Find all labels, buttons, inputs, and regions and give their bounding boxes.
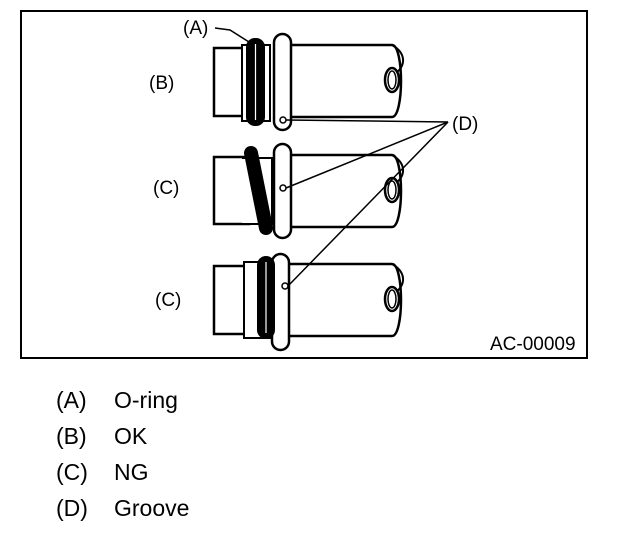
assembly-ng-misplaced [212, 252, 405, 352]
assembly-ok [212, 32, 405, 132]
legend-key: (A) [56, 387, 87, 413]
callout-c-twisted: (C) [153, 178, 179, 199]
leader-d-1 [285, 119, 449, 123]
legend-text: O-ring [114, 387, 178, 413]
assembly-ng-twisted [212, 142, 405, 240]
leader-a [214, 27, 250, 43]
callout-b: (B) [149, 73, 174, 94]
legend-item-a: (A) O-ring [56, 382, 189, 418]
callout-d: (D) [452, 114, 478, 135]
groove-bead [272, 32, 293, 132]
o-ring-twisted [244, 146, 273, 235]
legend-key: (B) [56, 423, 87, 449]
legend-item-b: (B) OK [56, 418, 189, 454]
legend-text: OK [114, 423, 148, 449]
figure-code: AC-00009 [490, 334, 576, 355]
legend-item-c: (C) NG [56, 454, 189, 490]
leader-d-3 [287, 121, 449, 287]
legend: (A) O-ring (B) OK (C) NG (D) Groove [56, 382, 189, 526]
legend-key: (C) [56, 459, 88, 485]
callout-a: (A) [183, 18, 208, 39]
leader-d-2 [285, 121, 449, 189]
legend-text: Groove [114, 495, 190, 521]
fitting-block [212, 264, 250, 336]
figure-frame [20, 10, 588, 359]
legend-key: (D) [56, 495, 88, 521]
legend-item-d: (D) Groove [56, 490, 189, 526]
legend-text: NG [114, 459, 149, 485]
o-ring-diagram: (A) (B) (C) (C) (D) AC-00009 [20, 10, 588, 359]
callout-c-misplaced: (C) [155, 290, 181, 311]
